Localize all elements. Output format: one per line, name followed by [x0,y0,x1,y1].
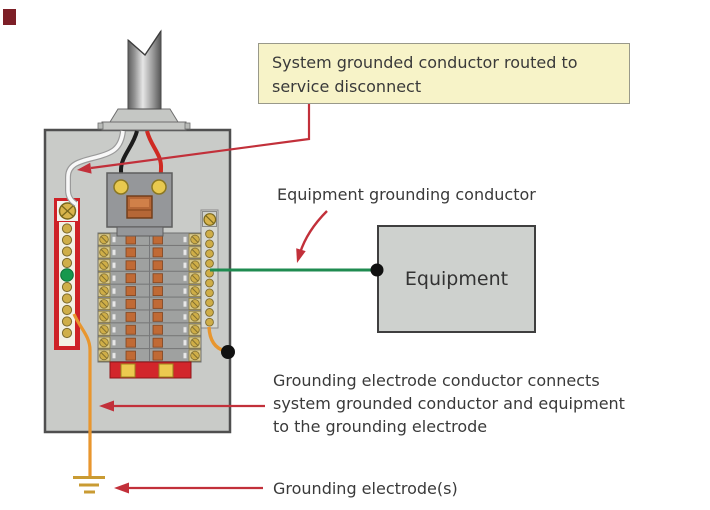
arrowhead [114,482,129,494]
gec-note-line-3: to the grounding electrode [273,417,488,436]
screw-slot [61,205,74,217]
junction-dot-equipment [370,263,384,277]
flange-bolt-left [97,122,104,130]
conduit-flange [101,121,187,131]
bonding-green-screw [60,268,74,282]
main-breaker-tab [116,226,164,237]
arrowhead [77,162,92,174]
main-terminal-right [151,179,167,195]
note-box: System grounded conductor routed to serv… [258,43,630,104]
conduit-cut-edge [127,30,162,57]
note-line-1: System grounded conductor routed to [272,53,578,72]
main-breaker-handle-top [130,199,149,207]
leader-arrows [77,103,328,494]
grounding-electrode-arrow [114,482,263,494]
equipment-label-text: Equipment [404,268,509,290]
grounding-electrodes-label: Grounding electrode(s) [273,479,458,498]
breaker-stack [97,232,202,363]
grounded-neutral-wire [66,130,125,206]
grounding-electrode-symbol [73,476,105,494]
equipment-label: Equipment [378,226,535,332]
gec-note-line-2: system grounded conductor and equipment [273,394,625,413]
gec-note-line-1: Grounding electrode conductor connects [273,371,600,390]
note-leader-arrow [77,103,311,174]
conduit-hub [109,108,179,123]
gec-wire-left [72,313,92,476]
arrowhead [99,400,114,412]
screw-slot [205,215,214,224]
junction-dot-panel [221,345,235,359]
arrowhead [296,248,306,263]
equipment-grounding-bar [200,209,219,329]
corner-artifact-square [3,9,16,25]
main-terminal-left [113,179,129,195]
equipment-grounding-conductor-label: Equipment grounding conductor [277,185,536,204]
neutral-terminal-screws [61,223,73,339]
equipment-grounding-arrow [296,210,328,263]
ground-terminal-screws [205,229,214,327]
flange-bolt-right [184,122,191,130]
conduit-pipe [127,29,162,110]
breaker-array [97,232,202,379]
gec-note-arrow [99,400,265,412]
base-lug-right [158,363,174,378]
base-lug-left [120,363,136,378]
main-breaker [106,172,173,237]
grounding-electrode-conductor-note: Grounding electrode conductor connects s… [273,369,625,438]
note-line-2: service disconnect [272,77,422,96]
equipment-box [377,225,536,333]
neutral-bus-bar [54,198,80,350]
service-conduit [97,29,191,131]
